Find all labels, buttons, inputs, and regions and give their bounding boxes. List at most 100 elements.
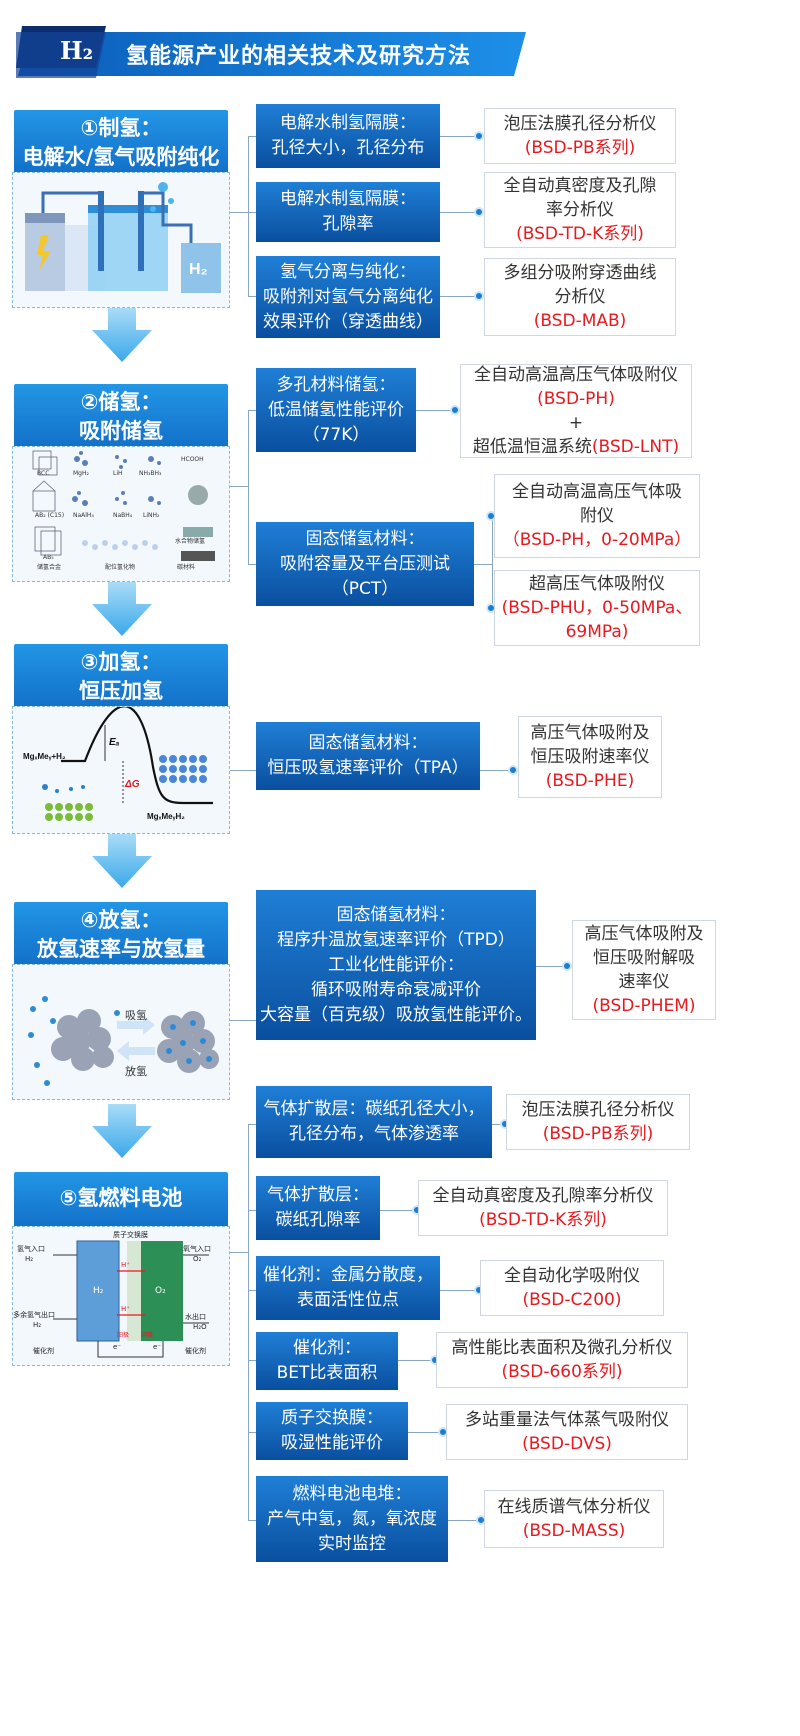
anode-catalyst-label: 催化剂	[33, 1346, 54, 1355]
topic-gdl-porosity: 气体扩散层： 碳纸孔隙率	[256, 1176, 380, 1240]
topic-line: 程序升温放氢速率评价（TPD）	[277, 929, 515, 950]
instr-line: 超高压气体吸附仪	[529, 574, 665, 594]
stage-2-subtitle: 吸附储氢	[79, 419, 163, 443]
down-arrow-4	[92, 1104, 152, 1158]
h2-outlet-label: 多余氢气出口	[13, 1310, 55, 1319]
instr-code: (BSD-PHU，0-50MPa、	[501, 598, 693, 618]
stage-4-label: ④放氢：	[80, 908, 162, 932]
topic-line: 固态储氢材料：	[336, 904, 456, 925]
stage-3-subtitle: 恒压加氢	[79, 679, 163, 703]
absorption-desorption-illustration: 吸氢 放氢	[28, 996, 219, 1086]
instr-line: 泡压法膜孔径分析仪	[521, 1100, 675, 1120]
banner-shape	[16, 26, 526, 78]
instrument-bsd-td-k: 全自动真密度及孔隙 率分析仪 (BSD-TD-K系列)	[484, 172, 676, 248]
header-banner: H₂ 氢能源产业的相关技术及研究方法	[16, 22, 536, 84]
stage-4-subtitle: 放氢速率与放氢量	[37, 937, 205, 961]
instr-line: 附仪	[580, 506, 614, 526]
instr-code: (BSD-TD-K系列)	[479, 1210, 607, 1230]
instrument-bsd-ph-lnt: 全自动高温高压气体吸附仪 (BSD-PH) + 超低温恒温系统(BSD-LNT)	[460, 364, 692, 458]
instr-code: (BSD-MASS)	[522, 1521, 626, 1541]
topic-h2-separation: 氢气分离与纯化： 吸附剂对氢气分离纯化 效果评价（穿透曲线）	[256, 256, 440, 338]
release-label: 放氢	[125, 1064, 147, 1078]
img-label-complex-hydride: 配位氢化物	[105, 563, 135, 571]
electrolysis-illustration: H₂	[25, 182, 221, 293]
instr-code: (BSD-PH)	[537, 389, 615, 409]
topic-line: （PCT）	[331, 578, 399, 599]
topic-line: 吸附剂对氢气分离纯化	[263, 286, 433, 307]
topic-line: 工业化性能评价：	[328, 954, 464, 975]
topic-solid-tpa: 固态储氢材料： 恒压吸氢速率评价（TPA）	[256, 722, 480, 790]
stage-2-title: ②储氢： 吸附储氢	[14, 384, 228, 448]
instrument-bsd-mass: 在线质谱气体分析仪 (BSD-MASS)	[484, 1490, 664, 1548]
instr-line: 恒压吸附速率仪	[530, 747, 650, 767]
page-title: 氢能源产业的相关技术及研究方法	[126, 44, 472, 69]
o2-inlet-label: 氧气入口	[183, 1244, 211, 1253]
h2-outlet-formula: H₂	[33, 1321, 41, 1329]
topic-solid-pct: 固态储氢材料： 吸附容量及平台压测试 （PCT）	[256, 522, 474, 606]
instr-code: (BSD-PHE)	[545, 771, 635, 791]
instr-line: 泡压法膜孔径分析仪	[503, 114, 657, 134]
storage-materials-illustration: BCC MgH₂ LiH NH₃BH₃ HCOOH AB₂ (C15) NaAl…	[32, 450, 215, 571]
topic-pem-humidity: 质子交换膜： 吸湿性能评价	[256, 1402, 408, 1460]
absorb-label: 吸氢	[125, 1008, 147, 1022]
instrument-bsd-dvs: 多站重量法气体蒸气吸附仪 (BSD-DVS)	[446, 1404, 688, 1460]
instrument-bsd-phem: 高压气体吸附及 恒压吸附解吸 速率仪 (BSD-PHEM)	[572, 920, 716, 1020]
topic-line: 吸湿性能评价	[281, 1433, 383, 1453]
fuel-cell-illustration: H₂ O₂ 质子交换膜 氢气入口 H₂ 氧气入口 O₂ H⁺ H⁺ 多余氢气出口…	[13, 1230, 211, 1358]
stage-4-title: ④放氢： 放氢速率与放氢量	[14, 902, 228, 966]
instrument-bsd-mab: 多组分吸附穿透曲线 分析仪 (BSD-MAB)	[484, 258, 676, 336]
instr-code: (BSD-LNT)	[591, 437, 680, 457]
topic-line: 质子交换膜：	[281, 1408, 383, 1428]
stage-2-image: BCC MgH₂ LiH NH₃BH₃ HCOOH AB₂ (C15) NaAl…	[12, 446, 230, 582]
stage-1-image: H₂	[12, 172, 230, 308]
cathode-o2-label: O₂	[155, 1286, 166, 1296]
topic-line: 孔隙率	[322, 214, 374, 234]
instr-code: (BSD-PB系列)	[542, 1124, 654, 1144]
topic-line: 吸附容量及平台压测试	[280, 553, 450, 574]
instr-line: 全自动高温高压气体吸	[512, 482, 682, 502]
proton-label-1: H⁺	[121, 1261, 130, 1269]
energy-curve-illustration: MgₓMeᵧ+H₂ Eₐ ΔG MgₓMeᵧH₂	[23, 705, 213, 821]
img-label-hcooh: HCOOH	[181, 456, 204, 463]
img-label-ab2: AB₂ (C15)	[35, 512, 64, 519]
stage-1-subtitle: 电解水/氢气吸附纯化	[22, 145, 220, 169]
img-label-nabh4: NaBH₄	[113, 512, 133, 519]
topic-line: 电解水制氢隔膜：	[280, 113, 416, 133]
topic-line: 催化剂：金属分散度，	[263, 1265, 433, 1285]
instr-code: (BSD-660系列)	[501, 1362, 623, 1382]
instr-line: 恒压吸附解吸	[593, 948, 695, 968]
topic-line: 产气中氢，氮，氧浓度	[267, 1508, 437, 1529]
stage-1-label: ①制氢：	[80, 116, 162, 140]
stage-1-title: ①制氢： 电解水/氢气吸附纯化	[14, 110, 228, 174]
topic-line: 固态储氢材料：	[305, 528, 425, 549]
topic-line: （77K）	[302, 424, 370, 445]
topic-line: 恒压吸氢速率评价（TPA）	[267, 758, 469, 778]
topic-membrane-pore: 电解水制氢隔膜： 孔径大小，孔径分布	[256, 104, 440, 168]
topic-line: 效果评价（穿透曲线）	[263, 311, 433, 332]
img-label-carbon: 碳材料	[177, 563, 195, 571]
img-label-lih: LiH	[113, 470, 123, 477]
h2-badge: H₂	[60, 36, 94, 65]
topic-line: 表面活性位点	[297, 1290, 399, 1310]
water-outlet-label: 水出口	[185, 1312, 206, 1321]
topic-stack-monitor: 燃料电池电堆： 产气中氢，氮，氧浓度 实时监控	[256, 1476, 448, 1562]
img-label-mgh2: MgH₂	[73, 470, 89, 477]
topic-line: 低温储氢性能评价	[268, 399, 404, 420]
stage-5-image: H₂ O₂ 质子交换膜 氢气入口 H₂ 氧气入口 O₂ H⁺ H⁺ 多余氢气出口…	[12, 1226, 230, 1366]
proton-label-2: H⁺	[121, 1305, 130, 1313]
h2-inlet-label: 氢气入口	[17, 1244, 45, 1253]
instr-line: 全自动化学吸附仪	[504, 1266, 640, 1286]
product-label: MgₓMeᵧH₂	[147, 812, 185, 821]
instrument-bsd-phu: 超高压气体吸附仪 (BSD-PHU，0-50MPa、 69MPa)	[494, 570, 700, 646]
instr-line: 全自动真密度及孔隙率分析仪	[432, 1186, 654, 1206]
o2-inlet-formula: O₂	[193, 1255, 202, 1263]
topic-line: 循环吸附寿命衰减评价	[311, 979, 481, 1000]
cathode-catalyst-label: 催化剂	[185, 1346, 206, 1355]
cathode-label: 阴极	[141, 1331, 153, 1339]
instr-line: 分析仪	[554, 287, 606, 307]
instrument-bsd-phe: 高压气体吸附及 恒压吸附速率仪 (BSD-PHE)	[518, 716, 662, 798]
topic-solid-tpd: 固态储氢材料： 程序升温放氢速率评价（TPD） 工业化性能评价： 循环吸附寿命衰…	[256, 890, 536, 1040]
instr-plus: +	[568, 413, 584, 433]
electron-label-2: e⁻	[153, 1343, 161, 1351]
instrument-bsd-ph-20: 全自动高温高压气体吸 附仪 （BSD-PH，0-20MPa）	[494, 474, 700, 558]
